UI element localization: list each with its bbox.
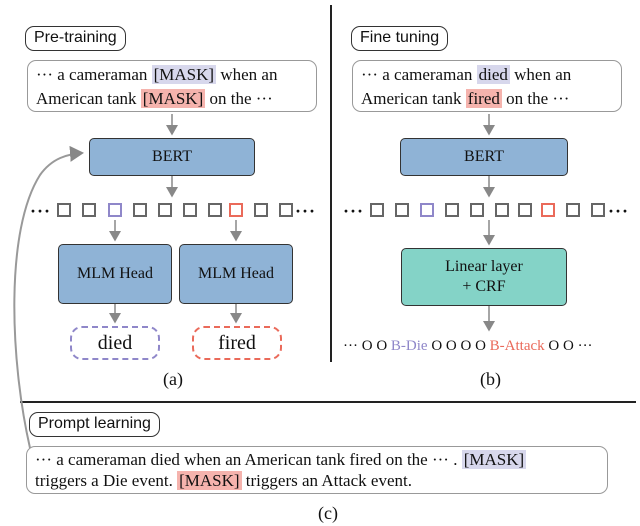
mask-token-purple: [MASK] bbox=[151, 65, 217, 84]
word-fired-highlight: fired bbox=[465, 89, 502, 108]
ellipsis-left-b: ··· bbox=[343, 201, 365, 221]
token-square-red bbox=[541, 203, 555, 217]
label-b-die: B-Die bbox=[390, 338, 428, 354]
ellipsis-right-b: ··· bbox=[608, 201, 630, 221]
label-b-attack: B-Attack bbox=[489, 338, 545, 354]
prompt-mask-red: [MASK] bbox=[177, 471, 242, 490]
token-square bbox=[183, 203, 197, 217]
prompt-learning-tag: Prompt learning bbox=[29, 412, 160, 437]
caption-b: (b) bbox=[480, 369, 501, 389]
crf-label: + CRF bbox=[462, 278, 506, 295]
prompt-line-1: ··· a cameraman died when an American ta… bbox=[35, 450, 527, 469]
mask-token-red: [MASK] bbox=[140, 89, 206, 108]
token-square bbox=[495, 203, 509, 217]
pretraining-text-line-1: ··· a cameraman [MASK] when an bbox=[36, 65, 278, 84]
token-square bbox=[395, 203, 409, 217]
token-square-purple bbox=[108, 203, 122, 217]
linear-crf-box: Linear layer + CRF bbox=[401, 248, 567, 306]
label-sequence: ··· O O B-Die O O O O B-Attack O O ··· bbox=[343, 338, 593, 354]
pretraining-text-box: ··· a cameraman [MASK] when an American … bbox=[27, 60, 317, 112]
token-square bbox=[470, 203, 484, 217]
prompt-line-2: triggers a Die event. [MASK] triggers an… bbox=[35, 471, 412, 490]
arrow-prompt-to-bert bbox=[13, 145, 84, 449]
token-square bbox=[133, 203, 147, 217]
token-square-purple bbox=[420, 203, 434, 217]
finetuning-tag: Fine tuning bbox=[351, 26, 449, 51]
output-fired: fired bbox=[192, 326, 282, 360]
mlm-head-box-2: MLM Head bbox=[179, 244, 293, 304]
token-square bbox=[254, 203, 268, 217]
token-square bbox=[591, 203, 605, 217]
ellipsis-right-a: ··· bbox=[295, 201, 317, 221]
ellipsis-left-a: ··· bbox=[30, 201, 52, 221]
token-square bbox=[57, 203, 71, 217]
mlm-head-box-1: MLM Head bbox=[58, 244, 172, 304]
token-square bbox=[370, 203, 384, 217]
bert-box-a: BERT bbox=[89, 138, 255, 176]
linear-layer-label: Linear layer bbox=[445, 258, 523, 275]
token-square bbox=[566, 203, 580, 217]
word-died-highlight: died bbox=[476, 65, 510, 84]
pretraining-text-line-2: American tank [MASK] on the ··· bbox=[36, 89, 273, 108]
caption-a: (a) bbox=[163, 369, 183, 389]
bert-box-b: BERT bbox=[400, 138, 568, 176]
token-square bbox=[82, 203, 96, 217]
prompt-text-box: ··· a cameraman died when an American ta… bbox=[26, 446, 608, 494]
pretraining-tag: Pre-training bbox=[25, 26, 126, 51]
token-square bbox=[158, 203, 172, 217]
caption-c: (c) bbox=[318, 503, 338, 523]
output-died: died bbox=[70, 326, 160, 360]
token-square bbox=[518, 203, 532, 217]
prompt-mask-purple: [MASK] bbox=[461, 450, 527, 469]
finetuning-text-line-2: American tank fired on the ··· bbox=[361, 89, 570, 108]
finetuning-text-line-1: ··· a cameraman died when an bbox=[361, 65, 572, 84]
token-square bbox=[208, 203, 222, 217]
token-square-red bbox=[229, 203, 243, 217]
token-square bbox=[279, 203, 293, 217]
finetuning-text-box: ··· a cameraman died when an American ta… bbox=[352, 60, 622, 112]
token-square bbox=[445, 203, 459, 217]
